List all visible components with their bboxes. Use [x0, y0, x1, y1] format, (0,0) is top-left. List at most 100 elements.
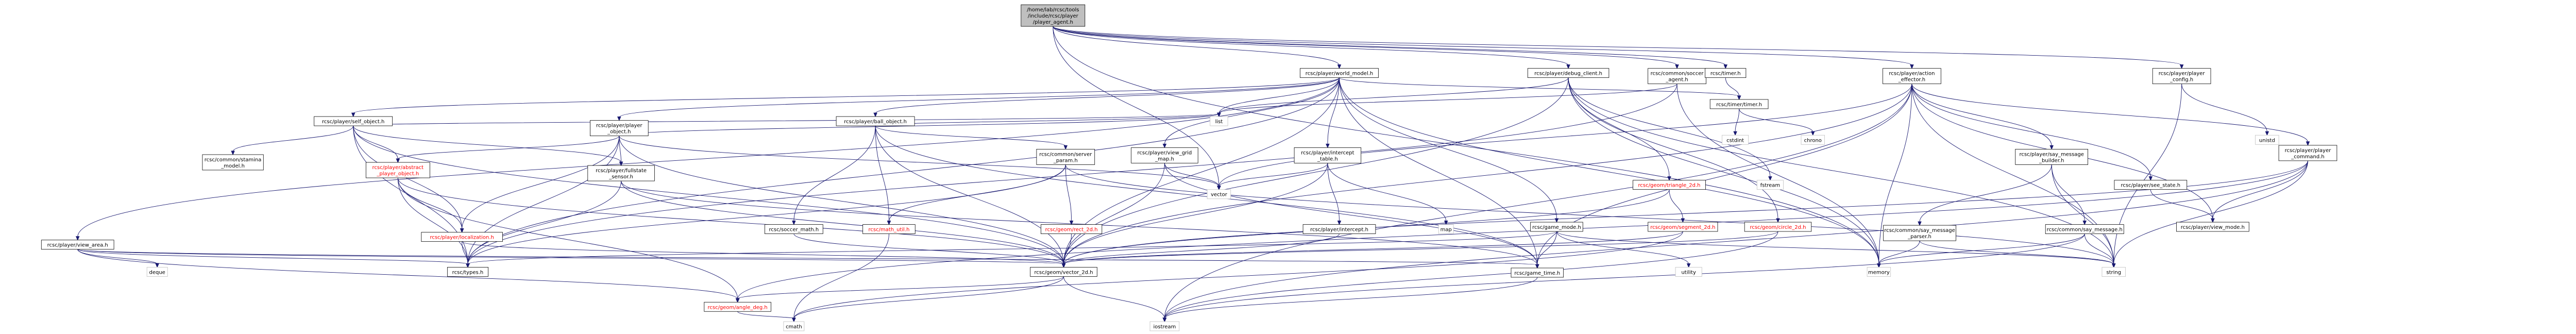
edge-line	[1164, 84, 1912, 319]
node-label: /include/rcsc/player	[1028, 13, 1079, 19]
node-segment-2d[interactable]: rcsc/geom/segment_2d.h	[1648, 222, 1718, 232]
edge-line	[462, 136, 620, 229]
edge-line	[353, 126, 1064, 264]
node-vector-2d[interactable]: rcsc/geom/vector_2d.h	[1030, 267, 1097, 277]
node-abstract-player[interactable]: rcsc/player/abstract_player_object.h	[365, 162, 430, 178]
node-label: rcsc/player/player	[596, 123, 643, 129]
edge-root-to-debug-client	[1053, 26, 1570, 69]
node-label: memory	[1868, 270, 1890, 275]
edge-view-grid-map-to-game-time	[1164, 163, 1539, 269]
node-action-effector[interactable]: rcsc/player/action_effector.h	[1883, 68, 1941, 85]
node-cstdint: cstdint	[1722, 135, 1749, 145]
edge-line	[462, 241, 1064, 264]
node-box	[1527, 68, 1609, 78]
node-game-mode[interactable]: rcsc/game_mode.h	[1530, 222, 1583, 232]
edge-line	[1053, 26, 1726, 66]
node-player-object[interactable]: rcsc/player/player_object.h	[590, 120, 649, 137]
node-label: deque	[149, 270, 165, 275]
node-see-state[interactable]: rcsc/player/see_state.h	[2114, 180, 2188, 190]
node-circle-2d[interactable]: rcsc/geom/circle_2d.h	[1744, 222, 1812, 232]
node-rcsc-timer[interactable]: rcsc/timer.h	[1705, 68, 1747, 78]
edge-view-area-to-types	[77, 249, 470, 268]
node-box	[1705, 68, 1747, 78]
node-intercept[interactable]: rcsc/player/intercept.h	[1302, 224, 1376, 234]
edge-arrowhead	[155, 263, 159, 268]
edge-timer-timer-to-chrono	[1739, 108, 1815, 136]
node-box	[783, 321, 805, 331]
edge-line	[1063, 231, 1778, 264]
node-localization[interactable]: rcsc/player/localization.h	[421, 232, 503, 242]
edge-line	[1065, 164, 1072, 222]
node-rect-2d[interactable]: rcsc/geom/rect_2d.h	[1041, 224, 1103, 234]
node-label: rcsc/player/say_message	[2019, 152, 2083, 157]
node-label: rcsc/player/view_grid	[1138, 150, 1192, 156]
node-label: rcsc/math_util.h	[869, 227, 910, 233]
node-label: rcsc/player/see_state.h	[2121, 183, 2181, 189]
node-math-util[interactable]: rcsc/math_util.h	[862, 224, 916, 234]
node-box	[146, 267, 168, 277]
node-triangle-2d[interactable]: rcsc/geom/triangle_2d.h	[1633, 180, 1706, 190]
node-label: _config.h	[2170, 77, 2193, 83]
edge-line	[1878, 241, 1920, 264]
edge-root-to-action-effector	[1053, 26, 1914, 69]
node-label: rcsc/timer.h	[1710, 71, 1741, 77]
node-fullstate-sensor[interactable]: rcsc/player/fullstate_sensor.h	[587, 165, 655, 181]
node-string: string	[2102, 267, 2126, 277]
edge-line	[2212, 160, 2308, 220]
node-say-message-builder[interactable]: rcsc/player/say_message_builder.h	[2015, 149, 2088, 165]
edge-line	[1339, 77, 1538, 265]
node-box	[590, 120, 649, 137]
edge-line	[875, 126, 889, 222]
edge-arrowhead	[2211, 218, 2215, 223]
node-view-mode[interactable]: rcsc/player/view_mode.h	[2176, 222, 2249, 232]
node-world-model[interactable]: rcsc/player/world_model.h	[1300, 68, 1379, 78]
node-view-grid-map[interactable]: rcsc/player/view_grid_map.h	[1131, 147, 1198, 163]
node-game-time[interactable]: rcsc/game_time.h	[1511, 268, 1564, 278]
node-label: rcsc/player/player	[2159, 71, 2206, 77]
edge-line	[1164, 277, 1538, 319]
node-label: rcsc/geom/rect_2d.h	[1045, 227, 1098, 233]
node-box	[2045, 224, 2124, 234]
node-intercept-table[interactable]: rcsc/player/intercept_table.h	[1294, 147, 1362, 163]
edge-line	[1218, 84, 1912, 187]
edge-arrowhead	[1554, 218, 1559, 223]
edge-line	[77, 77, 1340, 237]
node-label: vector	[1211, 192, 1228, 198]
node-label: rcsc/player/fullstate	[596, 168, 647, 174]
edge-player-object-to-vector	[619, 136, 1221, 191]
edge-root-to-rcsc-timer	[1053, 26, 1728, 69]
node-angle-deg[interactable]: rcsc/geom/angle_deg.h	[704, 302, 771, 312]
edge-line	[1063, 84, 1912, 264]
node-label: _table.h	[1317, 156, 1338, 162]
node-player-config[interactable]: rcsc/player/player_config.h	[2152, 68, 2211, 85]
node-timer-timer[interactable]: rcsc/timer/timer.h	[1709, 99, 1769, 109]
node-utility: utility	[1675, 267, 1702, 277]
node-player-command[interactable]: rcsc/player/player_command.h	[2278, 145, 2337, 161]
node-view-area[interactable]: rcsc/player/view_area.h	[41, 240, 114, 250]
edge-line	[1556, 231, 1689, 264]
node-stamina-model[interactable]: rcsc/common/stamina_model.h	[202, 154, 264, 171]
edge-vector-2d-to-angle-deg	[735, 276, 1064, 303]
node-iostream: iostream	[1149, 321, 1180, 331]
node-box	[1633, 180, 1706, 190]
edge-angle-deg-to-cmath	[737, 311, 796, 323]
node-types[interactable]: rcsc/types.h	[447, 267, 488, 277]
edge-line	[1063, 276, 1165, 319]
node-soccer-agent[interactable]: rcsc/common/soccer_agent.h	[1648, 68, 1706, 85]
node-self-object[interactable]: rcsc/player/self_object.h	[314, 116, 393, 126]
node-say-message[interactable]: rcsc/common/say_message.h	[2045, 224, 2124, 234]
edge-line	[1164, 233, 2085, 319]
node-say-message-parser[interactable]: rcsc/common/say_message_parser.h	[1883, 225, 1956, 241]
node-box	[1722, 135, 1749, 145]
node-server-param[interactable]: rcsc/common/server_param.h	[1036, 149, 1095, 165]
node-ball-object[interactable]: rcsc/player/ball_object.h	[836, 116, 915, 126]
node-box	[1867, 267, 1891, 277]
edge-line	[1339, 77, 1879, 264]
node-box	[1883, 68, 1941, 85]
edge-line	[353, 126, 463, 229]
node-soccer-math[interactable]: rcsc/soccer_math.h	[765, 224, 823, 234]
node-cmath: cmath	[783, 321, 805, 331]
node-debug-client[interactable]: rcsc/player/debug_client.h	[1527, 68, 1609, 78]
node-label: rcsc/player/localization.h	[430, 235, 494, 241]
